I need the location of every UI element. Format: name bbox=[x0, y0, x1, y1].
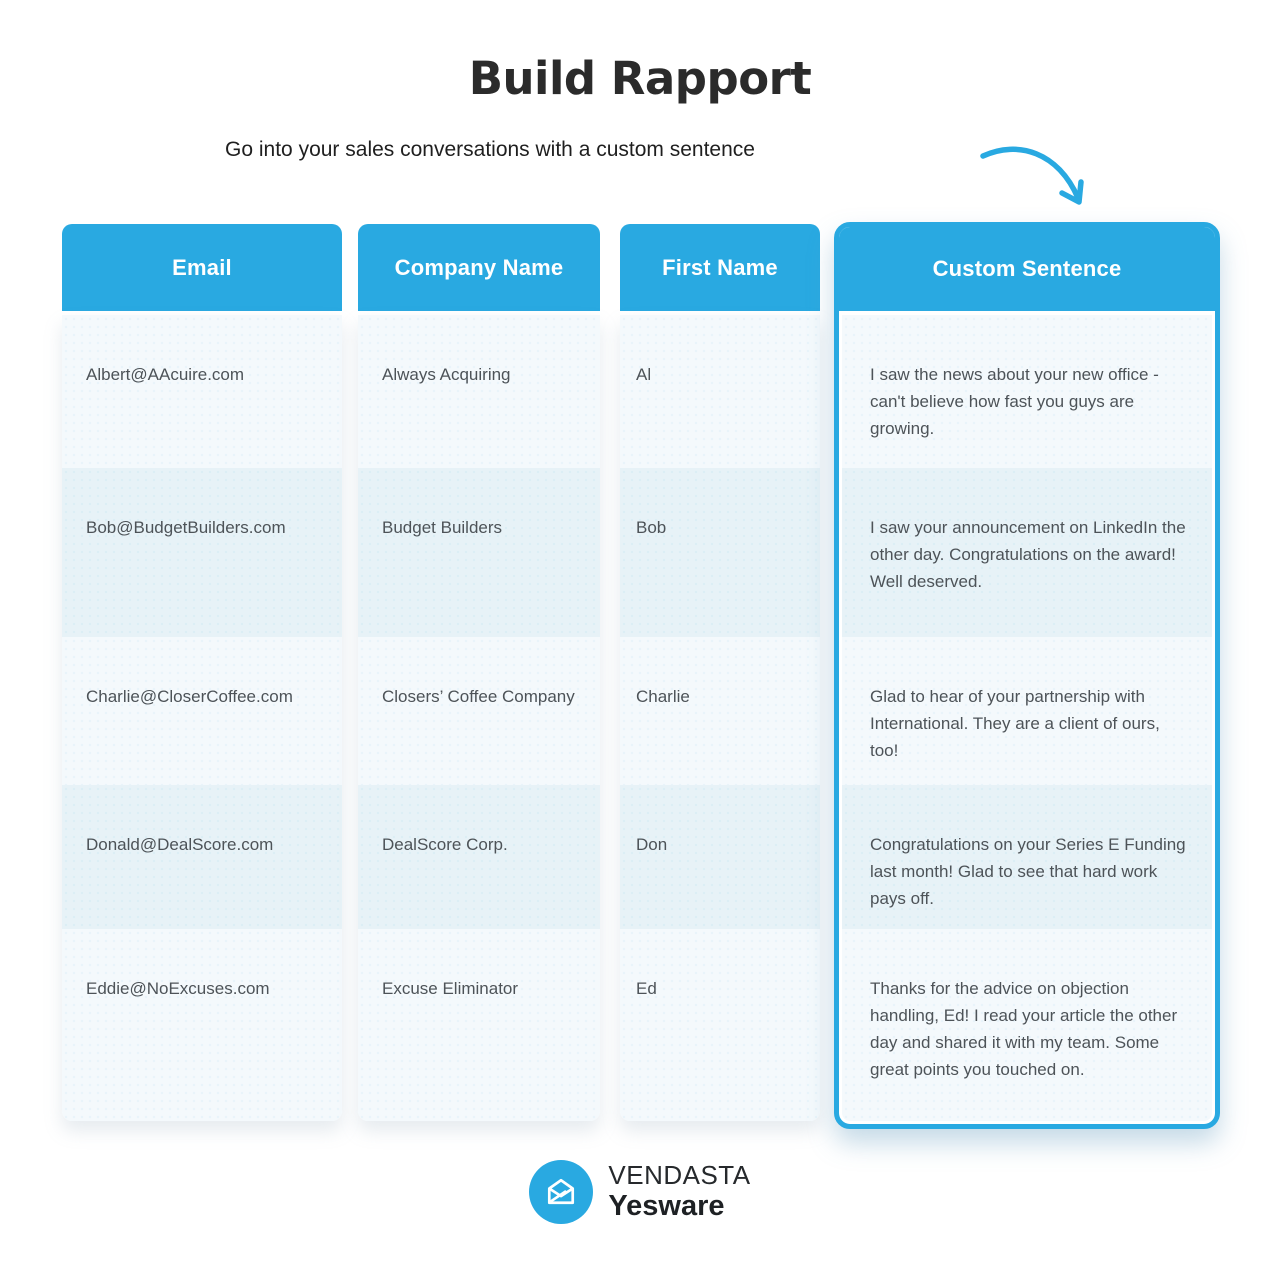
cell-first-name-row-2: Bob bbox=[620, 468, 820, 637]
open-envelope-icon bbox=[548, 1178, 575, 1205]
cell-first-name-row-3: Charlie bbox=[620, 637, 820, 785]
column-header-email: Email bbox=[62, 224, 342, 311]
cell-company-row-1: Always Acquiring bbox=[358, 315, 600, 468]
column-header-company-name: Company Name bbox=[358, 224, 600, 311]
cell-email-row-2: Bob@BudgetBuilders.com bbox=[62, 468, 342, 637]
cell-custom-sentence-row-3: Glad to hear of your partnership with In… bbox=[842, 637, 1212, 785]
brand-text: VENDASTA Yesware bbox=[608, 1161, 750, 1223]
cell-company-row-5: Excuse Eliminator bbox=[358, 929, 600, 1121]
page-subtitle: Go into your sales conversations with a … bbox=[225, 138, 755, 161]
cell-custom-sentence-row-2: I saw your announcement on LinkedIn the … bbox=[842, 468, 1212, 637]
cell-company-row-2: Budget Builders bbox=[358, 468, 600, 637]
brand-footer: VENDASTA Yesware bbox=[0, 1160, 1280, 1224]
curved-arrow-icon bbox=[980, 146, 1084, 205]
column-header-custom-sentence: Custom Sentence bbox=[839, 227, 1215, 311]
cell-custom-sentence-row-5: Thanks for the advice on objection handl… bbox=[842, 929, 1212, 1121]
cell-first-name-row-1: Al bbox=[620, 315, 820, 468]
brand-logo-circle bbox=[529, 1160, 594, 1224]
cell-first-name-row-4: Don bbox=[620, 785, 820, 929]
brand-name-vendasta: VENDASTA bbox=[608, 1159, 751, 1190]
column-cells-custom-sentence: I saw the news about your new office - c… bbox=[842, 315, 1212, 1121]
column-header-first-name: First Name bbox=[620, 224, 820, 311]
cell-email-row-1: Albert@AAcuire.com bbox=[62, 315, 342, 468]
page-title: Build Rapport bbox=[468, 52, 812, 105]
cell-company-row-4: DealScore Corp. bbox=[358, 785, 600, 929]
cell-email-row-3: Charlie@CloserCoffee.com bbox=[62, 637, 342, 785]
cell-first-name-row-5: Ed bbox=[620, 929, 820, 1121]
cell-company-row-3: Closers’ Coffee Company bbox=[358, 637, 600, 785]
cell-email-row-5: Eddie@NoExcuses.com bbox=[62, 929, 342, 1121]
brand-name-yesware: Yesware bbox=[608, 1190, 725, 1223]
column-custom-sentence-highlighted: Custom Sentence I saw the news about you… bbox=[834, 222, 1220, 1129]
cell-custom-sentence-row-4: Congratulations on your Series E Funding… bbox=[842, 785, 1212, 929]
cell-email-row-4: Donald@DealScore.com bbox=[62, 785, 342, 929]
cell-custom-sentence-row-1: I saw the news about your new office - c… bbox=[842, 315, 1212, 468]
